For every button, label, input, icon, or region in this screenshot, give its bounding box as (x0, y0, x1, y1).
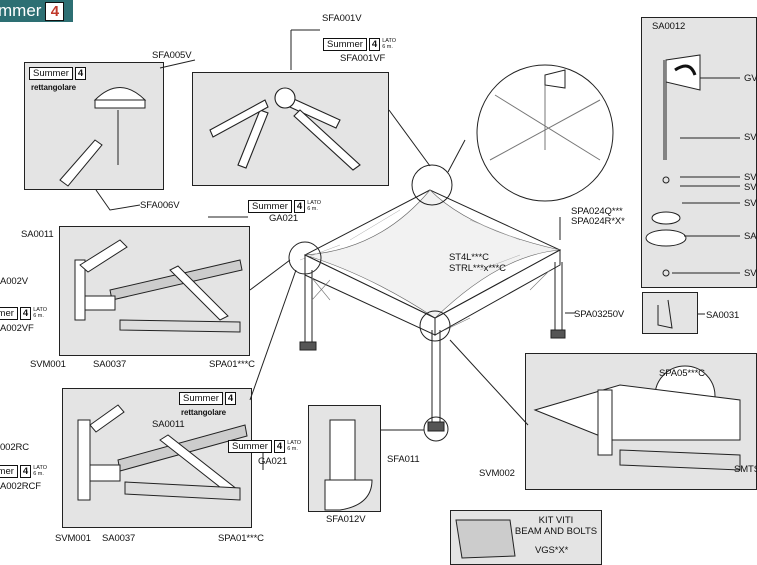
label-sa0011-top: SA0011 (21, 229, 54, 240)
label-a002v: A002V (0, 276, 29, 287)
label-sfa006v: SFA006V (140, 200, 180, 211)
panel-right-small (642, 292, 698, 334)
brand-text: mmer (0, 1, 42, 20)
kit-title: KIT VITI BEAM AND BOLTS (512, 515, 600, 537)
label-rettangolare: rettangolare (31, 83, 77, 92)
tag-number: 4 (293, 200, 306, 213)
tag-number: 4 (19, 465, 32, 478)
brand-number: 4 (45, 1, 65, 21)
label-sa0011-bottom: SA0011 (152, 419, 185, 430)
kit-line-2: BEAM AND BOLTS (514, 526, 598, 537)
label-sv-2: SV (744, 172, 757, 183)
label-sv-5: SV (744, 268, 757, 279)
panel-left-mid (59, 226, 250, 356)
label-spa01-top: SPA01***C (209, 359, 255, 370)
label-sa0031: SA0031 (706, 310, 740, 321)
label-spa01-bottom: SPA01***C (218, 533, 264, 544)
panel-top-left (24, 62, 164, 190)
label-rettangolare: rettangolare (181, 408, 227, 417)
tag-summer: Summer (0, 307, 18, 320)
tag-summer: Summer (179, 392, 223, 405)
label-gv: GV (744, 73, 757, 84)
label-sfa001vf: SFA001VF (340, 53, 386, 64)
tag-summer: Summer (0, 465, 18, 478)
label-strl: STRL***x***C (449, 263, 506, 274)
label-st4l: ST4L***C (449, 252, 489, 263)
label-spa03250v: SPA03250V (574, 309, 625, 320)
label-sv-1: SV (744, 132, 757, 143)
label-a002vf: A002VF (0, 323, 34, 334)
label-sfa001v: SFA001V (322, 13, 362, 24)
label-vgs: VGS*X* (535, 545, 569, 556)
label-sv-3: SV (744, 182, 757, 193)
label-sfa005v: SFA005V (152, 50, 192, 61)
tag-summer: Summer (248, 200, 292, 213)
label-ga021-top: GA021 (269, 213, 299, 224)
label-sa0037-top: SA0037 (93, 359, 127, 370)
label-svm001-bottom: SVM001 (55, 533, 91, 544)
tag-number: 4 (19, 307, 32, 320)
label-ga021-bottom: GA021 (258, 456, 288, 467)
tag-summer: Summer (323, 38, 367, 51)
tag-number: 4 (74, 67, 87, 80)
label-002rc: 002RC (0, 442, 30, 453)
label-a002rcf: A002RCF (0, 481, 42, 492)
tag-summer-rett-top: Summer 4 (29, 67, 87, 80)
label-sa0012: SA0012 (652, 21, 686, 32)
kit-line-1: KIT VITI (538, 515, 574, 526)
tag-summer: Summer (228, 440, 272, 453)
label-sfa011: SFA011 (387, 454, 420, 465)
tag-number: 4 (224, 392, 237, 405)
label-spa024r: SPA024R*X* (571, 216, 625, 227)
tag-summer: Summer (29, 67, 73, 80)
label-spa05: SPA05***C (659, 368, 705, 379)
label-sv-4: SV (744, 198, 757, 209)
tag-number: 4 (273, 440, 286, 453)
label-sa0037-bottom: SA0037 (102, 533, 136, 544)
label-spa024q: SPA024Q*** (571, 206, 623, 217)
label-svm001-top: SVM001 (30, 359, 66, 370)
label-sfa012v: SFA012V (326, 514, 366, 525)
label-svm002: SVM002 (479, 468, 515, 479)
label-smts: SMTS (734, 464, 757, 475)
tag-number: 4 (368, 38, 381, 51)
brand-header: mmer 4 (0, 0, 73, 22)
tag-summer-rett-bottom: Summer 4 (179, 392, 237, 405)
label-sa-right: SA (744, 231, 757, 242)
